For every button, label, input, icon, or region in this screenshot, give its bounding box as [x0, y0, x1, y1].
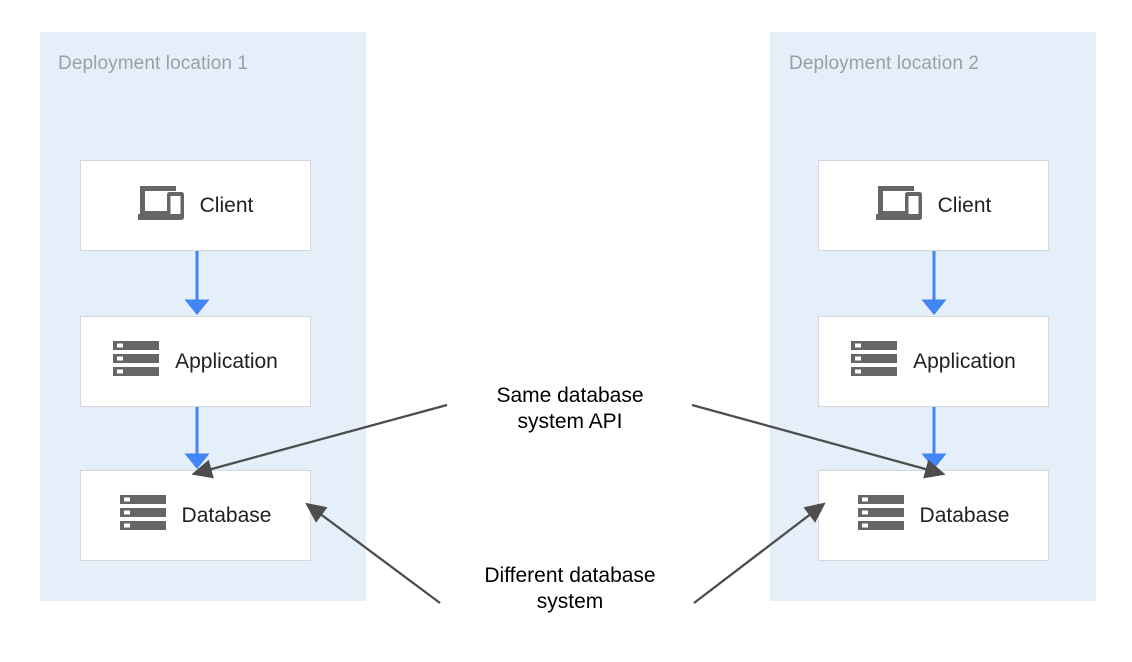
zone-label-deployment-location-1: Deployment location 1	[58, 53, 249, 74]
node-label-application-1: Application	[175, 349, 278, 373]
node-client-1[interactable]: Client	[80, 160, 311, 251]
zone-label-deployment-location-2: Deployment location 2	[789, 53, 980, 74]
annotation-different-database-system: Different database system	[484, 564, 656, 613]
server-icon	[857, 493, 904, 538]
node-label-application-2: Application	[913, 349, 1016, 373]
devices-icon	[875, 183, 922, 228]
node-application-1[interactable]: Application	[80, 316, 311, 407]
server-icon	[119, 493, 166, 538]
node-label-database-1: Database	[181, 503, 272, 527]
node-client-2[interactable]: Client	[818, 160, 1049, 251]
node-label-client-1: Client	[199, 193, 254, 217]
server-icon	[113, 339, 160, 384]
node-label-database-2: Database	[919, 503, 1010, 527]
node-database-2[interactable]: Database	[818, 470, 1049, 561]
node-database-1[interactable]: Database	[80, 470, 311, 561]
node-application-2[interactable]: Application	[818, 316, 1049, 407]
server-icon	[851, 339, 898, 384]
devices-icon	[137, 183, 184, 228]
annotation-same-database-system-api: Same database system API	[496, 384, 644, 433]
node-label-client-2: Client	[937, 193, 992, 217]
